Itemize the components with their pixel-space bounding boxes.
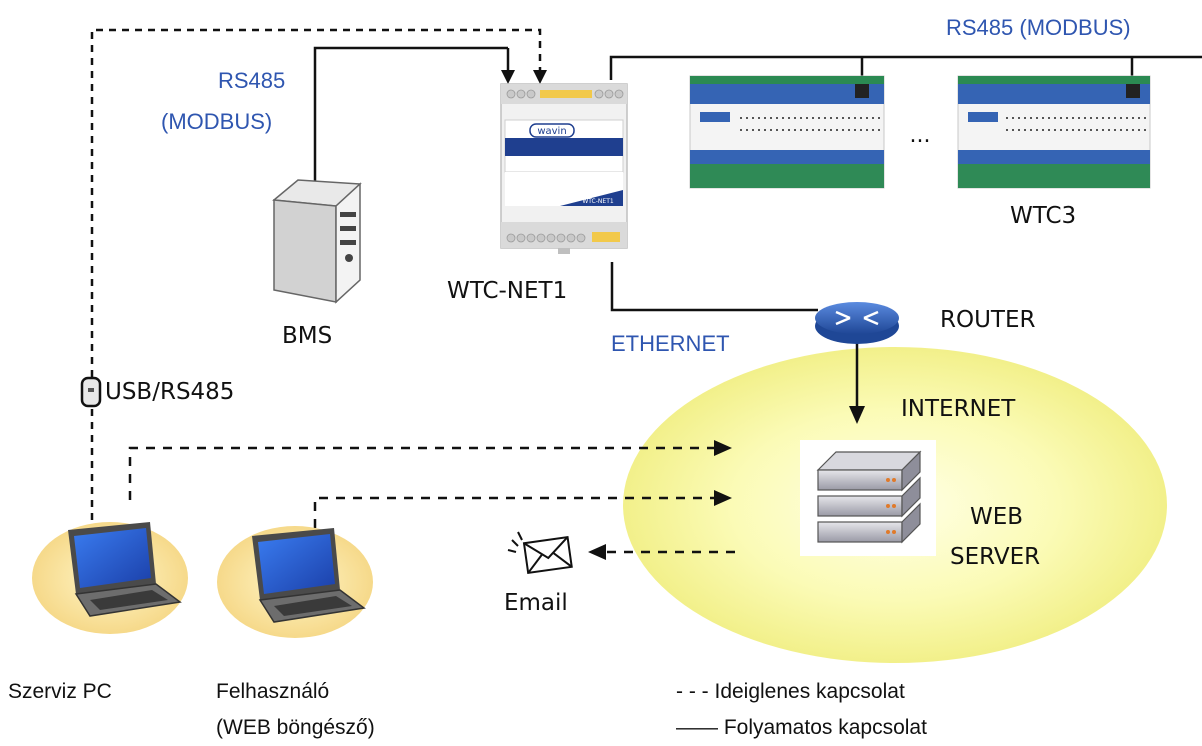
rs485-bus-line [609,55,1202,80]
email-label: Email [504,590,568,616]
wtc-net1-tag: WTC-NET1 [582,198,614,205]
email-envelope-icon [507,531,573,575]
wtc-net1-label: WTC-NET1 [447,278,568,304]
user-label-line2: (WEB böngésző) [216,716,375,739]
wtc3-controller-icon [957,75,1151,189]
arrow-user-to-server [714,490,732,506]
arrow-bms-to-net [501,70,515,84]
user-label-line1: Felhasználó [216,680,330,703]
web-server-icon [800,440,936,556]
wtc3-label: WTC3 [1010,203,1077,229]
router-icon [815,302,899,344]
wtc-controller-icon [689,75,885,189]
ethernet-label: ETHERNET [611,331,730,356]
service-pc-laptop-icon [32,522,188,634]
rs485-left-label-line1: RS485 [218,68,286,93]
rs485-top-label: RS485 (MODBUS) [946,15,1131,40]
router-internet-arrowhead [849,406,865,424]
arrow-usb-to-net [533,70,547,84]
arrow-pc-to-server [714,440,732,456]
bms-label: BMS [282,323,333,349]
ethernet-line [610,262,818,312]
usb-rs485-label: USB/RS485 [105,379,235,405]
wavin-logo-text: wavin [537,126,566,137]
legend-temporary: - - - Ideiglenes kapcsolat [676,680,905,703]
internet-label: INTERNET [901,396,1016,422]
web-label: WEB [970,504,1024,530]
bms-rs485-line [313,46,508,190]
ellipsis: ... [910,123,931,148]
wtc-net1-device-icon: wavin WTC-NET1 [500,83,628,254]
user-laptop-icon [217,526,373,638]
legend-permanent: —— Folyamatos kapcsolat [676,716,927,739]
bms-pc-icon [272,179,362,304]
user-server-dashed-line [313,496,716,528]
arrow-server-to-email [588,544,606,560]
rs485-left-label-line2: (MODBUS) [161,109,273,134]
server-label: SERVER [950,544,1041,570]
pc-server-dashed-line [128,446,716,500]
router-label: ROUTER [940,307,1036,333]
service-pc-label: Szerviz PC [8,680,112,703]
